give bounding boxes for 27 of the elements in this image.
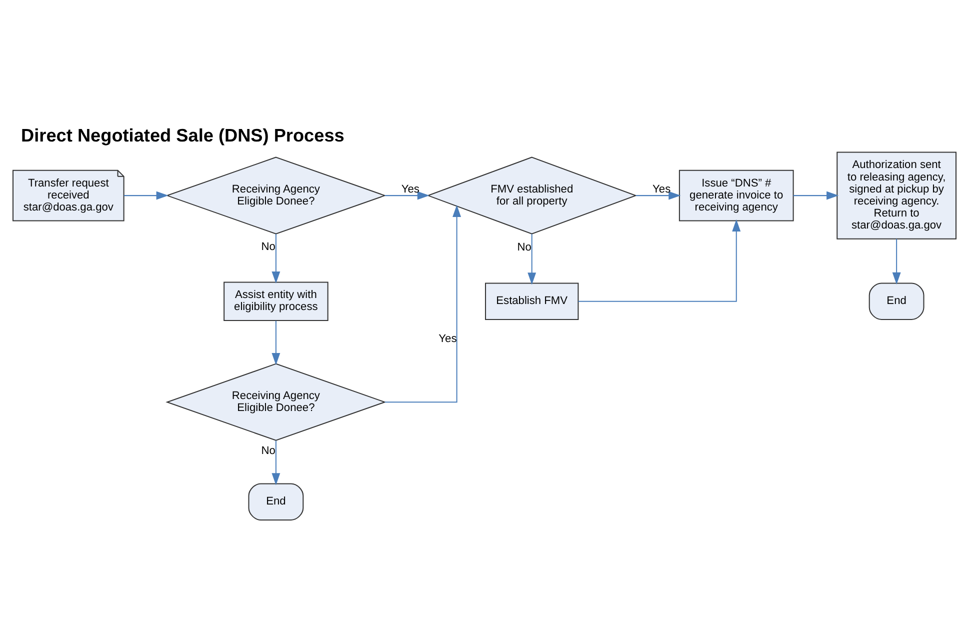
arrow bbox=[578, 219, 741, 302]
node-diamond: Receiving Agency Eligible Donee? bbox=[166, 156, 386, 234]
diagram-title: Direct Negotiated Sale (DNS) Process bbox=[21, 126, 344, 146]
arrow bbox=[124, 191, 168, 200]
node-box: Authorization sent to releasing agency, signed at pickup by receiving agency. Return to star@doas.ga.gov bbox=[836, 152, 956, 240]
node-box: Assist entity with eligibility process bbox=[224, 282, 328, 321]
arrow bbox=[793, 191, 839, 200]
arrow bbox=[272, 320, 280, 366]
arrow bbox=[272, 234, 280, 284]
arrow bbox=[636, 191, 681, 200]
edge-label: No bbox=[261, 240, 276, 253]
node-box: End bbox=[248, 483, 304, 520]
arrow bbox=[384, 191, 430, 200]
node-box: Issue “DNS” # generate invoice to receiving agency bbox=[678, 170, 794, 222]
edge-label: Yes bbox=[652, 183, 671, 196]
arrow bbox=[892, 238, 901, 285]
node-diamond: FMV established for all property bbox=[426, 156, 638, 234]
edge-label: Yes bbox=[438, 333, 457, 346]
node-diamond: Receiving Agency Eligible Donee? bbox=[166, 363, 386, 441]
edge-label: Yes bbox=[401, 183, 420, 196]
node-box: End bbox=[868, 282, 924, 320]
arrow bbox=[528, 234, 536, 285]
arrow bbox=[272, 440, 280, 486]
edge-label: No bbox=[517, 241, 532, 254]
node-box: Establish FMV bbox=[485, 282, 579, 320]
edge-label: No bbox=[261, 444, 276, 457]
arrow bbox=[384, 204, 462, 403]
